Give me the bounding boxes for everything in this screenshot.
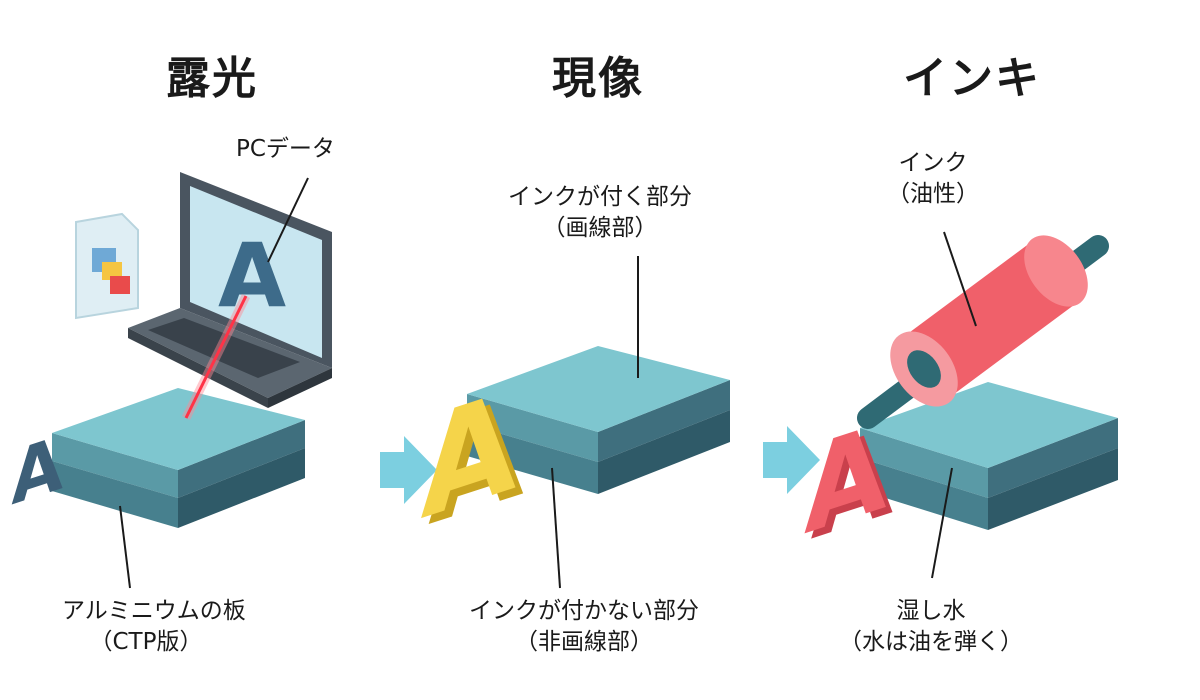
plate-glyph: A [420,361,516,551]
leader-lines-step2 [551,256,639,589]
screen-glyph: A [218,224,286,327]
plate-exposure: A [11,388,305,528]
label-non-image-area: インクが付かない部分 （非画線部） [469,598,699,655]
label-ink: インク （油性） [887,150,979,207]
step-title-inking: インキ [903,53,1041,104]
laptop-icon: A [128,172,332,408]
roller-icon [857,235,1109,429]
laser-beam [181,294,251,420]
plate-glyph-shadow: A [811,403,893,567]
plate-development: A A [420,346,730,557]
label-dampening-water: 湿し水 （水は油を弾く） [839,598,1023,655]
flow-arrow-icon [763,426,820,494]
label-image-area: インクが付く部分 （画線部） [508,184,692,241]
step-title-exposure: 露光 [166,53,258,104]
leader-lines-step1 [119,177,309,589]
label-pc-data: PCデータ [236,136,335,162]
flow-arrow-icon [380,436,437,504]
step-title-development: 現像 [552,53,644,104]
plate-inking: A A [804,382,1118,567]
document-icon [75,212,139,320]
label-aluminum-plate: アルミニウムの板 （CTP版） [62,598,246,655]
leader-lines-step3 [931,231,977,579]
plate-glyph: A [11,419,63,522]
plate-glyph-shadow: A [428,367,524,557]
